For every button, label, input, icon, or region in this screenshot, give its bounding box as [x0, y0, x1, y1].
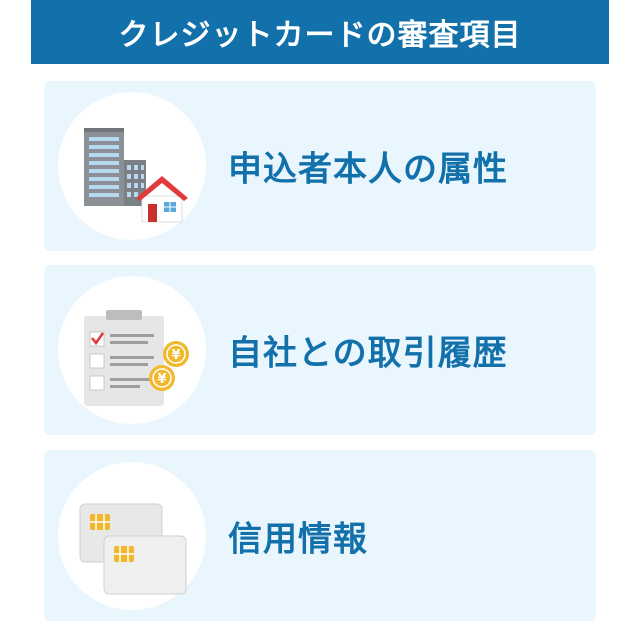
icon-circle: ¥ ¥: [58, 276, 206, 424]
credit-cards-icon: [79, 503, 187, 594]
review-item-history: ¥ ¥ 自社との取引履歴: [44, 265, 596, 435]
review-item-label: 申込者本人の属性: [228, 149, 508, 190]
icon-circle: [58, 461, 206, 610]
review-item-attributes: 申込者本人の属性: [44, 81, 596, 251]
svg-text:¥: ¥: [171, 348, 180, 363]
page-title: クレジットカードの審査項目: [118, 18, 522, 53]
clipboard-yen-icon: ¥ ¥: [84, 310, 189, 406]
building-house-icon: [84, 128, 188, 223]
review-item-label: 信用情報: [228, 519, 368, 559]
header-banner: クレジットカードの審査項目: [31, 0, 609, 64]
icon-circle: [58, 92, 206, 240]
svg-text:¥: ¥: [157, 372, 166, 387]
review-item-label: 自社との取引履歴: [228, 333, 508, 374]
review-item-credit-info: 信用情報: [44, 450, 596, 621]
